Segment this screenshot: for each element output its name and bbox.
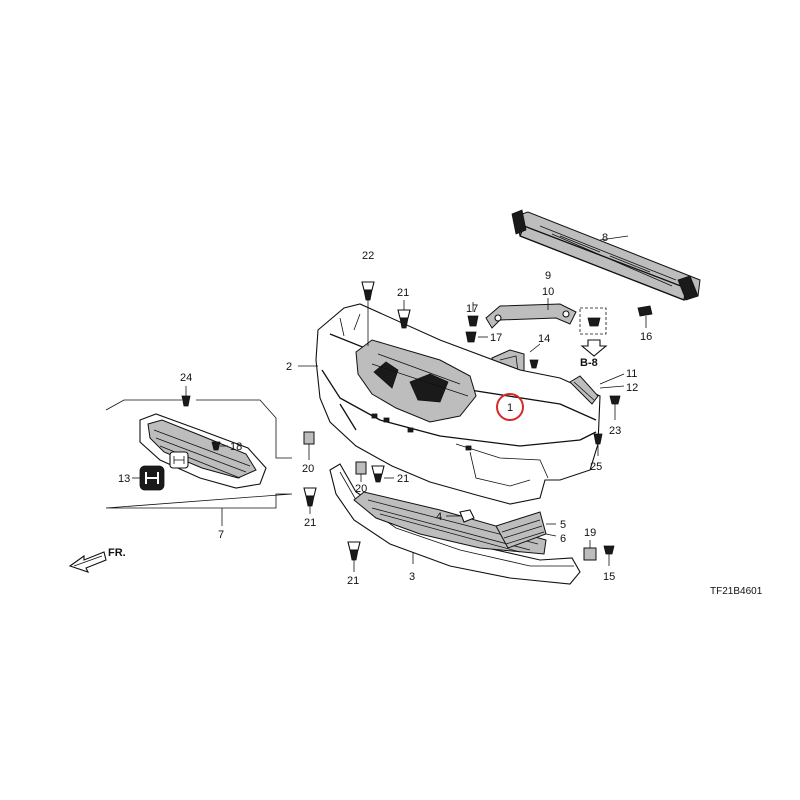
callout-16[interactable]: 16 [640, 331, 652, 343]
clip-17-upper[interactable] [467, 302, 479, 327]
fog-garnish-5-6[interactable] [495, 511, 547, 549]
callout-7[interactable]: 7 [218, 529, 224, 541]
side-reflector-11-12[interactable] [569, 375, 599, 405]
callout-25[interactable]: 25 [590, 461, 602, 473]
clip-19[interactable] [583, 540, 597, 561]
callout-17-upper[interactable]: 17 [466, 303, 478, 315]
callout-20-center[interactable]: 20 [355, 483, 367, 495]
callout-6[interactable]: 6 [560, 533, 566, 545]
callout-12[interactable]: 12 [626, 382, 638, 394]
leader-11 [599, 373, 625, 385]
clip-20-left[interactable] [303, 431, 315, 460]
callout-21-top[interactable]: 21 [397, 287, 409, 299]
callout-9[interactable]: 9 [545, 270, 551, 282]
callout-14[interactable]: 14 [538, 333, 550, 345]
clip-4[interactable] [446, 509, 475, 523]
lower-grille-mesh[interactable] [353, 491, 547, 555]
side-bracket[interactable] [485, 303, 577, 329]
callout-15[interactable]: 15 [603, 571, 615, 583]
front-arrow-label: FR. [108, 547, 126, 559]
callout-19[interactable]: 19 [584, 527, 596, 539]
clip-20-center[interactable] [355, 461, 367, 482]
clip-21-center[interactable] [371, 465, 394, 483]
clip-25[interactable] [593, 433, 603, 456]
callout-3[interactable]: 3 [409, 571, 415, 583]
honda-emblem-13[interactable] [139, 465, 165, 491]
reference-label[interactable]: B-8 [580, 357, 598, 369]
callout-23[interactable]: 23 [609, 425, 621, 437]
screw-23[interactable] [609, 395, 621, 420]
clip-17-lower[interactable] [465, 331, 488, 343]
screw-14 [529, 359, 539, 369]
callout-18[interactable]: 18 [230, 441, 242, 453]
hole [407, 427, 414, 433]
hole [371, 413, 378, 419]
leader-14 [529, 343, 541, 353]
callout-21-bottom[interactable]: 21 [347, 575, 359, 587]
callout-5[interactable]: 5 [560, 519, 566, 531]
diagram-code: TF21B4601 [710, 586, 763, 597]
hole [383, 417, 390, 423]
callout-1[interactable]: 1 [507, 402, 513, 414]
hole [465, 445, 472, 451]
callout-21-left[interactable]: 21 [304, 517, 316, 529]
clip-21-top[interactable] [397, 300, 411, 329]
leader-8 [599, 235, 629, 241]
bolt-16[interactable] [637, 305, 653, 328]
clip-21-bottom[interactable] [347, 541, 361, 572]
callout-17-lower[interactable]: 17 [490, 332, 502, 344]
highlight-ring [496, 393, 524, 421]
screw-15[interactable] [603, 545, 615, 566]
leader-6 [545, 533, 557, 537]
front-grille[interactable] [139, 413, 267, 489]
callout-13[interactable]: 13 [118, 473, 130, 485]
upper-grille-insert[interactable] [355, 339, 477, 423]
callout-21-center[interactable]: 21 [397, 473, 409, 485]
reference-arrow [580, 339, 608, 357]
honda-emblem-grille [169, 451, 189, 469]
front-direction-arrow [68, 551, 107, 573]
callout-10[interactable]: 10 [542, 286, 554, 298]
clip-22[interactable] [361, 281, 375, 346]
clip-in-reference-box [587, 317, 601, 327]
callout-22[interactable]: 22 [362, 250, 374, 262]
callout-11[interactable]: 11 [626, 368, 637, 380]
callout-8[interactable]: 8 [602, 232, 608, 244]
reference-box [579, 307, 607, 335]
clip-18[interactable] [211, 441, 228, 451]
bumper-reinforcement-beam[interactable] [511, 209, 701, 301]
callout-2[interactable]: 2 [286, 361, 292, 373]
callout-4[interactable]: 4 [436, 511, 442, 523]
leader-12 [599, 385, 625, 389]
callout-20-left[interactable]: 20 [302, 463, 314, 475]
callout-24[interactable]: 24 [180, 372, 192, 384]
grille-outline-box [105, 399, 293, 509]
clip-21-left[interactable] [303, 487, 317, 514]
clip-24[interactable] [181, 386, 191, 407]
